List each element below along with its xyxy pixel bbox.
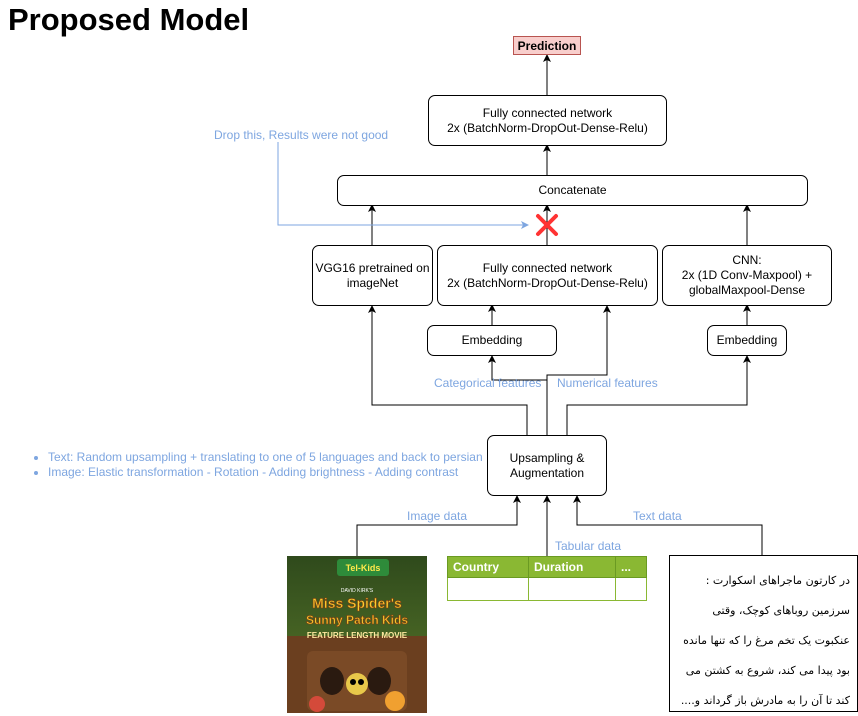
tabular-data-label: Tabular data — [555, 539, 622, 553]
drop-note-label: Drop this, Results were not good — [214, 128, 389, 142]
embedding-right-node: Embedding — [707, 325, 787, 356]
table-header-duration: Duration — [528, 556, 616, 578]
arrow-numerical-to-fcnmid — [546, 305, 611, 435]
text-data-label: Text data — [633, 509, 682, 523]
arrow-upsampling-to-vgg — [368, 305, 528, 435]
persian-text-box: در کارتون ماجراهای اسکوارت : سرزمین روبا… — [669, 555, 858, 712]
svg-text:Miss Spider's: Miss Spider's — [312, 595, 402, 611]
fcn-top-node: Fully connected network 2x (BatchNorm-Dr… — [428, 95, 667, 146]
prediction-node: Prediction — [513, 36, 581, 55]
image-data-label: Image data — [407, 509, 468, 523]
tabular-data-table: Country Duration ... — [447, 556, 647, 601]
cross-icon — [536, 214, 558, 236]
arrow-image-to-upsampling — [356, 495, 521, 556]
page-title: Proposed Model — [8, 2, 250, 37]
movie-poster-image: Tel-Kids DAVID KIRK'S Miss Spider's Sunn… — [287, 556, 427, 713]
svg-text:Tel-Kids: Tel-Kids — [346, 563, 381, 573]
table-header-row: Country Duration ... — [447, 556, 647, 578]
fcn-mid-node: Fully connected network 2x (BatchNorm-Dr… — [437, 245, 658, 306]
table-header-country: Country — [447, 556, 529, 578]
categorical-label: Categorical features — [434, 376, 542, 390]
table-header-more: ... — [615, 556, 647, 578]
vgg-node: VGG16 pretrained on imageNet — [312, 245, 433, 306]
concatenate-node: Concatenate — [337, 175, 808, 206]
svg-text:FEATURE LENGTH MOVIE: FEATURE LENGTH MOVIE — [307, 631, 408, 640]
cnn-node: CNN: 2x (1D Conv-Maxpool) + globalMaxpoo… — [662, 245, 832, 306]
bullet-text-augmentation: Text: Random upsampling + translating to… — [48, 450, 483, 465]
arrow-text-to-upsampling — [573, 495, 763, 555]
table-cell — [615, 577, 647, 601]
embedding-left-node: Embedding — [427, 325, 557, 356]
augmentation-list: Text: Random upsampling + translating to… — [30, 450, 483, 480]
drop-note-arrow — [277, 142, 529, 229]
svg-text:DAVID KIRK'S: DAVID KIRK'S — [341, 588, 374, 594]
svg-text:Sunny Patch Kids: Sunny Patch Kids — [306, 613, 408, 627]
bullet-image-augmentation: Image: Elastic transformation - Rotation… — [48, 465, 483, 480]
table-row — [447, 577, 647, 601]
table-cell — [528, 577, 616, 601]
upsampling-node: Upsampling & Augmentation — [487, 435, 607, 496]
table-cell — [447, 577, 529, 601]
arrow-categorical-to-embedding — [488, 355, 548, 435]
arrow-upsampling-to-embedding — [566, 355, 751, 435]
numerical-label: Numerical features — [557, 376, 658, 390]
